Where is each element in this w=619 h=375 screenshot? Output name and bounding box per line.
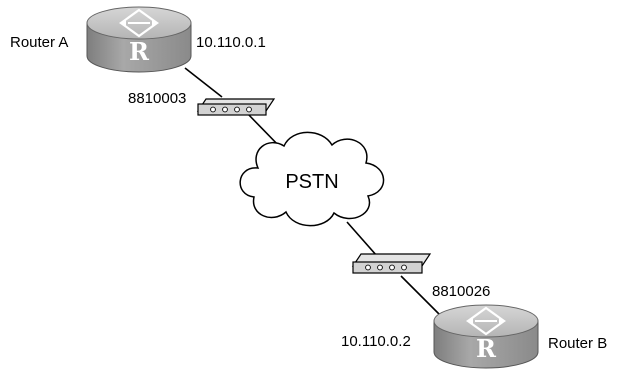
router-a-ip: 10.110.0.1 — [196, 34, 266, 51]
link-modem-b-to-router-b — [400, 275, 444, 319]
modem-a — [196, 98, 276, 116]
router-icon — [466, 306, 506, 336]
modem-a-number: 8810003 — [128, 90, 186, 107]
modem-b — [351, 253, 432, 274]
pstn-label: PSTN — [285, 171, 338, 193]
router-b-ip: 10.110.0.2 — [341, 333, 411, 350]
modem-b-number: 8810026 — [432, 283, 490, 300]
router-b: R — [433, 304, 539, 369]
router-a-logo: R — [129, 37, 150, 66]
router-a-name: Router A — [10, 34, 68, 51]
router-b-logo: R — [476, 334, 497, 363]
link-router-a-to-modem-a — [184, 67, 223, 98]
router-b-name: Router B — [548, 335, 607, 352]
router-icon — [119, 8, 159, 38]
cloud-icon — [239, 131, 385, 227]
link-pstn-to-modem-b — [346, 221, 378, 257]
router-a: R — [86, 6, 192, 73]
modem-b-body — [352, 261, 423, 274]
pstn-cloud: PSTN — [239, 131, 385, 227]
